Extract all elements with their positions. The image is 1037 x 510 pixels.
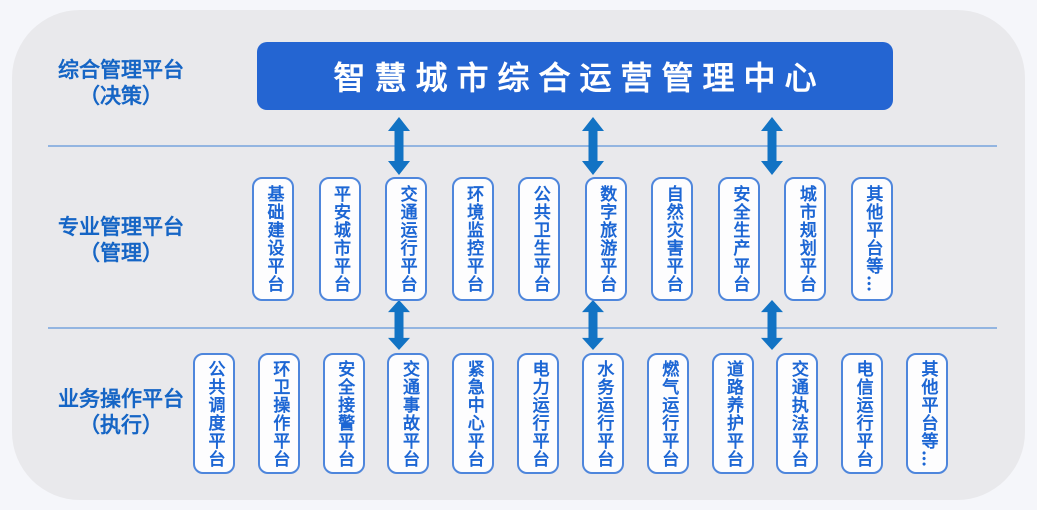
tier-divider-top [48,145,997,147]
operation-center-title-box: 智慧城市综合运营管理中心 [257,42,893,110]
platform-box: 自然灾害平台 [651,177,694,301]
tier-label-comprehensive: 综合管理平台 （决策） [30,57,212,109]
platform-box: 紧急中心平台 [452,353,495,474]
tier-label-line1: 专业管理平台 [58,214,184,239]
tier-divider-bottom [48,327,997,329]
tier-label-line1: 综合管理平台 [58,57,184,82]
double-arrow-icon [581,300,605,350]
business-platform-row: 公共调度平台 环卫操作平台 安全接警平台 交通事故平台 紧急中心平台 电力运行平… [193,353,948,474]
platform-box: 环卫操作平台 [257,353,300,474]
platform-box: 交通执法平台 [776,353,819,474]
double-arrow-icon [760,300,784,350]
platform-box: 其他平台等… [850,177,893,301]
platform-box: 基础建设平台 [252,177,294,301]
platform-box: 其他平台等… [905,353,948,474]
professional-platform-row: 基础建设平台 平安城市平台 交通运行平台 环境监控平台 公共卫生平台 数字旅游平… [252,177,893,301]
platform-box: 环境监控平台 [451,177,494,301]
platform-box: 交通事故平台 [387,353,430,474]
double-arrow-icon [387,300,411,350]
platform-box: 交通运行平台 [385,177,428,301]
platform-box: 电信运行平台 [841,353,884,474]
platform-box: 公共卫生平台 [518,177,561,301]
platform-box: 平安城市平台 [318,177,361,301]
platform-box: 安全接警平台 [322,353,365,474]
platform-box: 数字旅游平台 [584,177,627,301]
tier-label-business: 业务操作平台 （执行） [30,386,212,438]
platform-box: 燃气运行平台 [646,353,689,474]
platform-box: 电力运行平台 [517,353,560,474]
tier-label-line2: （管理） [79,240,163,265]
tier-label-professional: 专业管理平台 （管理） [30,214,212,266]
double-arrow-icon [760,117,784,175]
platform-box: 安全生产平台 [717,177,760,301]
double-arrow-icon [581,117,605,175]
tier-label-line1: 业务操作平台 [58,386,184,411]
platform-box: 水务运行平台 [581,353,624,474]
platform-box: 城市规划平台 [784,177,827,301]
platform-box: 公共调度平台 [193,353,235,474]
tier-label-line2: （决策） [79,83,163,108]
double-arrow-icon [387,117,411,175]
tier-label-line2: （执行） [79,412,163,437]
platform-box: 道路养护平台 [711,353,754,474]
